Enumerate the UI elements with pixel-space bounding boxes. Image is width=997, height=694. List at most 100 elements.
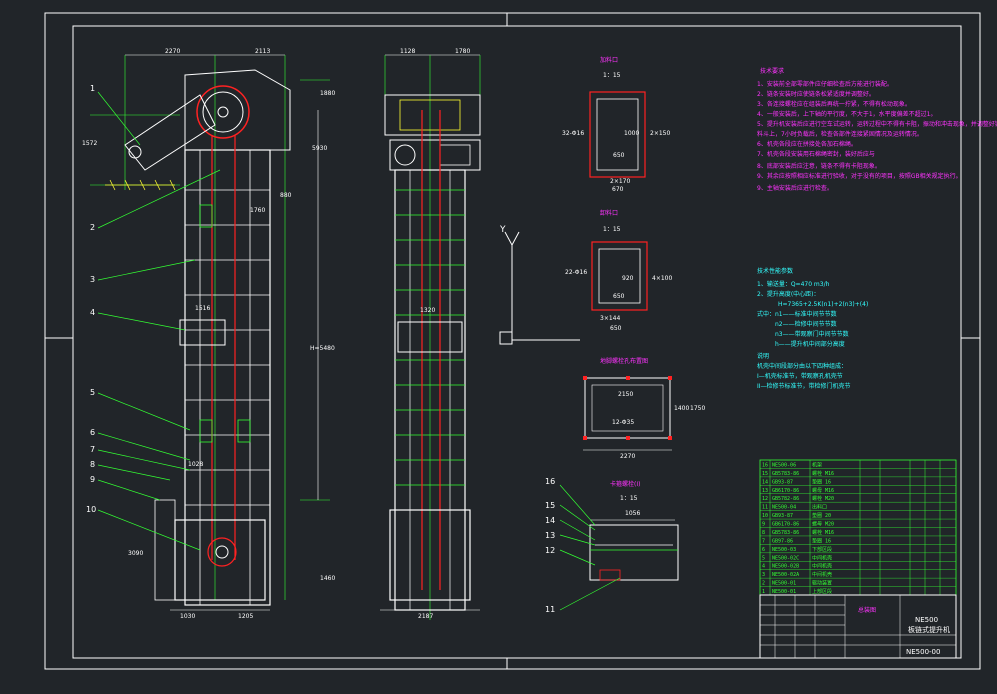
inlet-d2: 1000: [624, 130, 639, 137]
bom-cell: 螺母 M20: [812, 521, 834, 528]
title-desc: 板链式提升机: [908, 625, 950, 634]
outlet-note: 22-Φ16: [565, 269, 587, 276]
tech-req-line-4: 4、一般安装后，上下轴的平行度，不大于1，水平度偏差不超过1。: [757, 110, 936, 118]
tech-params-line-7: h——提升机中间部分高度: [775, 340, 845, 348]
base-d2: 1400: [674, 405, 689, 412]
dim-bottom-right: 1205: [238, 613, 253, 620]
base-d4: 12-Φ35: [612, 419, 634, 426]
bom-cell: GB6170-86: [772, 522, 799, 528]
bom-cell: 15: [762, 471, 768, 477]
tech-req-line-1: 1、安装前全部零部件应仔细检查后方能进行装配。: [757, 80, 893, 88]
callout-16: 16: [545, 477, 555, 486]
bom-cell: 下部区段: [812, 546, 832, 553]
bom-cell: 驱动装置: [812, 580, 832, 587]
bom-cell: 10: [762, 513, 768, 519]
bom-cell: 7: [762, 538, 765, 544]
bom-cell: NE500-06: [772, 462, 796, 468]
outlet-d3: 650: [613, 293, 625, 300]
bom-cell: 14: [762, 479, 768, 485]
tech-req-title: 技术要求: [760, 67, 784, 75]
callout-7: 7: [90, 445, 95, 454]
outlet-d2: 4×100: [652, 275, 672, 282]
bom-cell: GB93-87: [772, 513, 793, 519]
inner-frame: [72, 25, 962, 659]
callout-15: 15: [545, 501, 555, 510]
inlet-d5: 2×170: [610, 178, 630, 185]
tech-params-line-10: I—机壳标准节，带观察孔机壳节: [757, 372, 843, 380]
dim-inner-4: 1320: [420, 307, 435, 314]
bom-cell: 中间机壳: [812, 554, 832, 561]
bom-cell: 垫圈 16: [812, 537, 831, 544]
bom-cell: 6: [762, 547, 765, 553]
inlet-d3: 2×150: [650, 130, 670, 137]
callout-12: 12: [545, 546, 555, 555]
bom-cell: GB97-86: [772, 538, 793, 544]
drive-title: 卡箍螺栓(I): [610, 480, 640, 488]
bom-cell: 13: [762, 488, 768, 494]
side-view: 1128 1780 2187 1320: [380, 48, 481, 620]
ucs-icon: [499, 231, 580, 345]
bom-cell: 中间机壳: [812, 571, 832, 578]
bom-cell: 机架: [812, 461, 822, 468]
tech-params-line-6: n3——带观察门中间节节数: [775, 330, 849, 338]
bom-cell: 中间机壳: [812, 563, 832, 570]
bom-cell: 螺栓 M16: [812, 470, 834, 477]
outlet-d5: 650: [610, 325, 622, 332]
side-casing-rungs: [395, 189, 465, 486]
bom-cell: 9: [762, 522, 765, 528]
bom-cell: 垫圈 16: [812, 478, 831, 485]
callout-2: 2: [90, 223, 95, 232]
inlet-d4: 670: [612, 186, 624, 193]
inlet-scale: 1：15: [603, 72, 621, 79]
drive-d1: 1056: [625, 510, 640, 517]
tech-req-line-2: 2、链条安装时应使链条松紧适度并调整好。: [757, 90, 875, 98]
dim-side-right: 1780: [455, 48, 470, 55]
tech-req-line-11: 9、主轴安装后应进行检查。: [757, 184, 833, 192]
tech-params-line-8: 说明: [757, 352, 769, 360]
title-code: NE500-00: [906, 648, 940, 656]
drive-scale: 1：15: [620, 495, 638, 502]
inlet-d1: 650: [613, 152, 625, 159]
drive-view: 卡箍螺栓(I) 1：15 1056 16 15 14 13 12 11: [545, 477, 679, 614]
bom-cell: 1: [762, 589, 765, 595]
bom-cell: GB93-87: [772, 479, 793, 485]
bom-cell: 11: [762, 505, 768, 511]
bom-cell: GB6170-86: [772, 488, 799, 494]
callout-4: 4: [90, 308, 95, 317]
tech-requirements: 技术要求 1、安装前全部零部件应仔细检查后方能进行装配。 2、链条安装时应使链条…: [757, 67, 997, 192]
dim-inner-3: 880: [280, 192, 292, 199]
dim-top-left: 2270: [165, 48, 180, 55]
outer-frame: [44, 12, 981, 670]
bom-cell: 5: [762, 555, 765, 561]
tech-params-line-5: n2——检修中间节节数: [775, 320, 837, 328]
frame-ticks: [45, 13, 980, 669]
bom-cell: NE500-03: [772, 547, 796, 553]
dim-h-bot: 1460: [320, 575, 335, 582]
front-view: 2270 2113: [82, 48, 335, 620]
dim-inner-1: 1516: [195, 305, 210, 312]
tech-params-title: 技术性能参数: [757, 267, 793, 275]
dim-left-h: 1572: [82, 140, 97, 147]
base-title: 地脚螺栓孔布置图: [600, 357, 648, 365]
bom-cell: 8: [762, 530, 765, 536]
dim-bottom-left: 1030: [180, 613, 195, 620]
tech-params-line-9: 机壳中间段部分由以下四种组成：: [757, 362, 847, 370]
callout-8: 8: [90, 460, 95, 469]
dim-h-total: H=5480: [310, 345, 335, 352]
tech-params-line-11: II—检修节标准节，带检修门机壳节: [757, 382, 851, 390]
dim-h-mid: 5930: [312, 145, 327, 152]
bom-cell: NE500-02B: [772, 564, 799, 570]
dim-side-bottom: 2187: [418, 613, 433, 620]
bom-cell: 螺母 M16: [812, 487, 834, 494]
bom-cell: NE500-02C: [772, 555, 799, 561]
dim-h-base: 3090: [128, 550, 143, 557]
callout-9: 9: [90, 475, 95, 484]
dim-top-right: 2113: [255, 48, 270, 55]
bom-cell: 出料口: [812, 504, 827, 511]
tech-params-line-1: 1、输送量：Q=470 m3/h: [757, 280, 830, 288]
tech-req-line-3: 3、各连接螺栓应在组装后再统一拧紧，不得有松动现象。: [757, 100, 911, 108]
bom-cell: 垫圈 20: [812, 512, 831, 519]
bom-cell: 2: [762, 581, 765, 587]
